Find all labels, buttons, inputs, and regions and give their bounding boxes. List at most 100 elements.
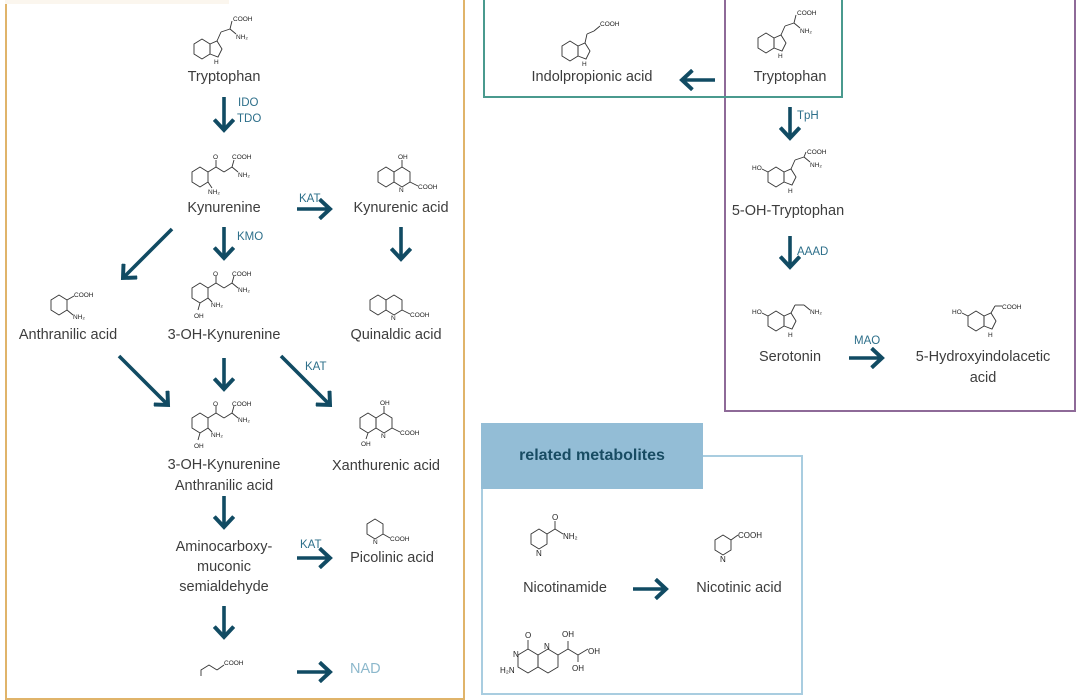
svg-text:NH₂: NH₂: [211, 302, 223, 309]
label-acms-3: semialdehyde: [179, 579, 269, 595]
related-metabolites-title: related metabolites: [519, 447, 665, 464]
svg-text:N: N: [399, 187, 404, 194]
structure-5-hiaa: COOH HO H: [952, 304, 1022, 339]
svg-text:H: H: [214, 59, 219, 66]
arrow-anthranilic-ohkynanthr: [117, 354, 168, 405]
svg-text:COOH: COOH: [232, 401, 252, 408]
svg-text:O: O: [213, 401, 218, 408]
svg-text:O: O: [552, 513, 558, 522]
svg-text:COOH: COOH: [1002, 304, 1022, 311]
label-anthranilic-acid: Anthranilic acid: [18, 327, 118, 343]
enzyme-mao: MAO: [854, 335, 881, 347]
enzyme-ido: IDO: [238, 97, 259, 109]
arrow-kyn-anthranilic: [123, 227, 174, 278]
svg-text:OH: OH: [194, 313, 204, 320]
structure-kynurenic-acid: OH N COOH: [377, 154, 438, 194]
svg-text:NH₂: NH₂: [810, 162, 822, 169]
svg-text:OH: OH: [361, 441, 371, 448]
svg-text:HO: HO: [952, 309, 962, 316]
label-3-oh-kyn-anthranilic-2: Anthranilic acid: [174, 478, 274, 494]
svg-text:H: H: [582, 61, 587, 68]
svg-text:NH₂: NH₂: [810, 309, 822, 316]
related-metabolites-header: related metabolites: [481, 423, 703, 489]
svg-text:H₂N: H₂N: [500, 666, 515, 675]
svg-text:NH₂: NH₂: [73, 314, 85, 321]
svg-text:NH₂: NH₂: [238, 287, 250, 294]
svg-text:COOH: COOH: [410, 312, 430, 319]
structure-5-oh-tryptophan: COOH NH₂ HO H: [752, 149, 827, 195]
svg-text:COOH: COOH: [738, 531, 762, 540]
svg-text:NH₂: NH₂: [563, 532, 578, 541]
enzyme-kmo: KMO: [237, 231, 264, 243]
label-tryptophan-indole: Tryptophan: [753, 69, 827, 85]
label-nicotinamide: Nicotinamide: [523, 580, 607, 596]
label-kynurenine: Kynurenine: [187, 200, 261, 216]
structure-3-oh-kyn-anthranilic: O COOH NH₂ NH₂ OH: [191, 401, 252, 450]
svg-text:NH₂: NH₂: [800, 28, 812, 35]
svg-text:COOH: COOH: [797, 10, 817, 17]
svg-text:OH: OH: [588, 647, 600, 656]
svg-text:H: H: [788, 332, 793, 339]
label-5-hiaa-1: 5-Hydroxyindolacetic: [915, 349, 1051, 365]
label-indolpropionic-acid: Indolpropionic acid: [531, 69, 653, 85]
svg-text:H: H: [988, 332, 993, 339]
structure-tryptophan: COOH NH₂ H: [193, 16, 253, 66]
enzyme-kat-kynurenic: KAT: [299, 193, 321, 205]
structure-nicotinamide: O NH₂ N: [530, 513, 578, 558]
svg-text:OH: OH: [380, 400, 390, 407]
label-kynurenic-acid: Kynurenic acid: [353, 200, 449, 216]
enzyme-aaad: AAAD: [797, 246, 829, 258]
svg-text:O: O: [525, 631, 531, 640]
structure-indolpropionic-acid: COOH H: [561, 21, 620, 68]
enzyme-tdo: TDO: [237, 113, 262, 125]
svg-text:OH: OH: [194, 443, 204, 450]
svg-text:N: N: [544, 642, 550, 651]
label-acms-1: Aminocarboxy-: [175, 539, 273, 555]
label-picolinic-acid: Picolinic acid: [350, 550, 434, 566]
label-nad: NAD: [350, 661, 381, 677]
label-3-oh-kyn-anthranilic-1: 3-OH-Kynurenine: [167, 457, 281, 473]
structure-neopterin: O OH OH OH N N H₂N: [500, 630, 600, 675]
kynurenine-header-remnant: [5, 0, 229, 4]
structure-anthranilic-acid: COOH NH₂: [50, 292, 94, 321]
enzyme-tph: TpH: [797, 110, 819, 122]
arrows-layer: [117, 0, 1080, 675]
svg-text:COOH: COOH: [74, 292, 94, 299]
svg-text:COOH: COOH: [232, 154, 252, 161]
svg-text:HO: HO: [752, 309, 762, 316]
svg-text:COOH: COOH: [232, 271, 252, 278]
svg-text:N: N: [720, 555, 726, 564]
svg-text:COOH: COOH: [224, 660, 244, 667]
svg-text:OH: OH: [562, 630, 574, 639]
svg-text:NH₂: NH₂: [238, 172, 250, 179]
structure-quinaldic-acid: N COOH: [369, 294, 430, 322]
svg-text:N: N: [381, 433, 386, 440]
svg-text:COOH: COOH: [600, 21, 620, 28]
label-quinaldic-acid: Quinaldic acid: [350, 327, 442, 343]
structure-serotonin: NH₂ HO H: [752, 304, 822, 339]
svg-text:OH: OH: [398, 154, 408, 161]
svg-text:N: N: [513, 650, 519, 659]
indole-pathway-box: [483, 0, 843, 98]
svg-text:COOH: COOH: [400, 430, 420, 437]
svg-text:NH₂: NH₂: [236, 34, 248, 41]
svg-text:O: O: [213, 271, 218, 278]
svg-text:N: N: [391, 315, 396, 322]
svg-text:H: H: [788, 188, 793, 195]
svg-text:H: H: [778, 53, 783, 60]
svg-text:COOH: COOH: [418, 184, 438, 191]
enzyme-kat-xanthurenic: KAT: [305, 361, 327, 373]
structure-kynurenine: O COOH NH₂ NH₂: [191, 154, 252, 196]
label-tryptophan: Tryptophan: [187, 69, 261, 85]
label-3-oh-kynurenine: 3-OH-Kynurenine: [167, 327, 281, 343]
svg-text:NH₂: NH₂: [238, 417, 250, 424]
structure-xanthurenic-acid: OH N COOH OH: [359, 400, 420, 448]
serotonin-header-remnant: [726, 0, 852, 2]
structure-quinolinic-partial: COOH: [200, 660, 244, 676]
label-5-oh-tryptophan: 5-OH-Tryptophan: [731, 203, 845, 219]
svg-text:NH₂: NH₂: [208, 189, 220, 196]
label-nicotinic-acid: Nicotinic acid: [696, 580, 782, 596]
label-xanthurenic-acid: Xanthurenic acid: [331, 458, 440, 474]
label-serotonin: Serotonin: [758, 349, 822, 365]
svg-text:COOH: COOH: [807, 149, 827, 156]
